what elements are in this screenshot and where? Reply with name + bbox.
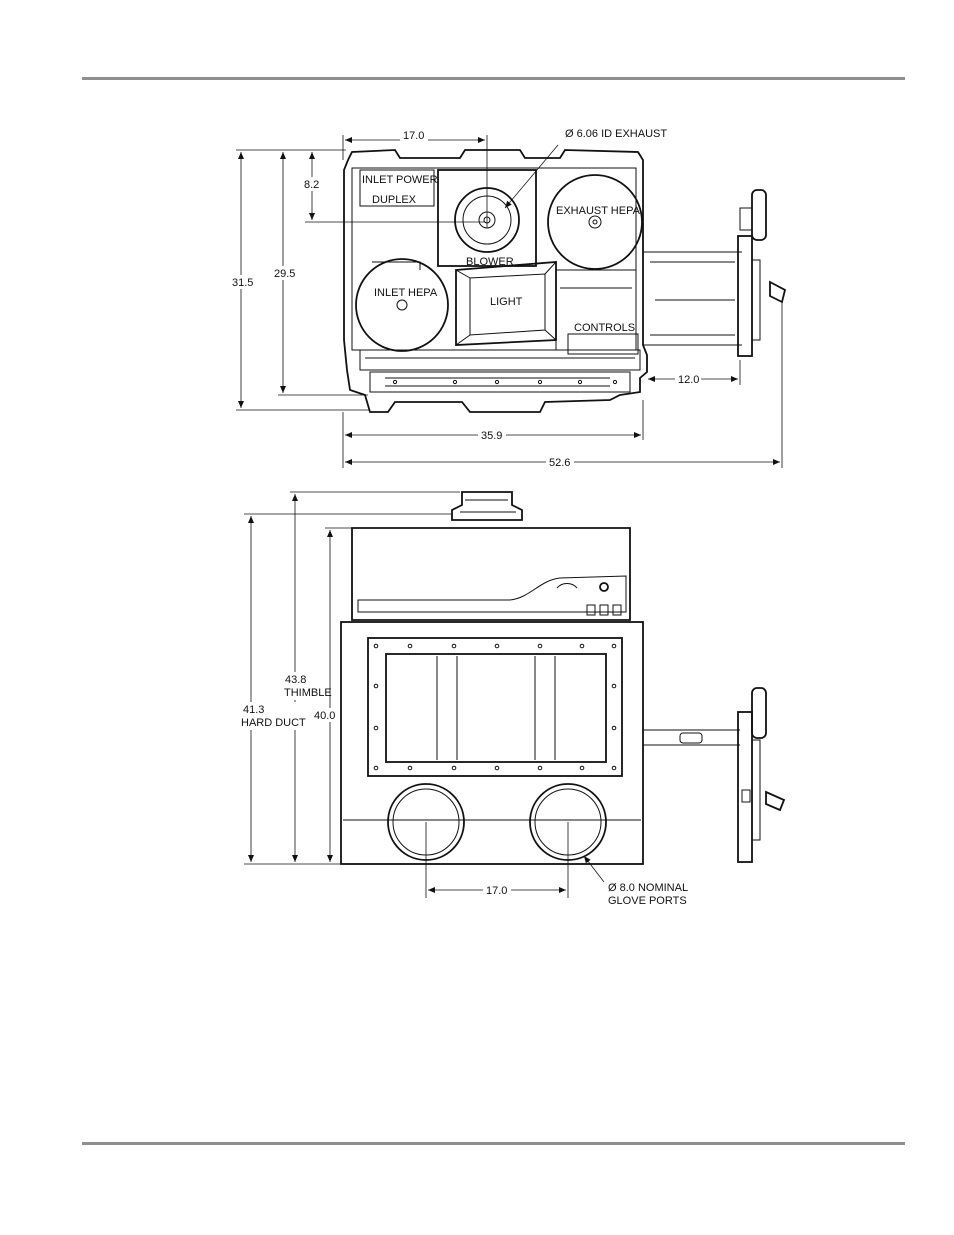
view-window [386, 654, 606, 762]
pass-through-door [738, 236, 752, 356]
light-label: LIGHT [490, 296, 523, 308]
dim-port-spacing-label: 17.0 [486, 885, 507, 897]
glove-ports-label-1: Ø 8.0 NOMINAL [608, 882, 688, 894]
dim-31-5-label: 31.5 [232, 277, 253, 289]
duplex-label: DUPLEX [372, 194, 417, 206]
top-view: INLET POWER DUPLEX BLOWER EXHAUST HEPA I… [230, 128, 785, 469]
controls-label: CONTROLS [574, 322, 635, 334]
view-window-frame [368, 638, 622, 776]
dim-29-5-label: 29.5 [274, 268, 295, 280]
window-bolts [374, 644, 616, 770]
side-door-latch [766, 792, 784, 810]
rail-bolts [393, 380, 616, 383]
glove-ports-label-2: GLOVE PORTS [608, 895, 687, 907]
exhaust-hepa-label: EXHAUST HEPA [556, 205, 641, 217]
exhaust-label: Ø 6.06 ID EXHAUST [565, 128, 667, 140]
dim-41-3-label: 41.3 [243, 704, 264, 716]
door-latch [770, 282, 785, 302]
dim-52-6-label: 52.6 [549, 457, 570, 469]
front-view-dimensions: 43.8 THIMBLE 41.3 HARD DUCT 40.0 17.0 Ø … [238, 492, 688, 907]
dim-17-label: 17.0 [403, 130, 424, 142]
side-door [738, 712, 752, 862]
upper-cabinet [352, 528, 630, 620]
exhaust-hepa-filter [548, 175, 642, 269]
thimble-label: THIMBLE [284, 687, 332, 699]
dim-43-8-label: 43.8 [285, 674, 306, 686]
dim-35-9-label: 35.9 [481, 430, 502, 442]
inlet-hepa-label: INLET HEPA [374, 287, 438, 299]
inlet-power-label: INLET POWER [362, 174, 438, 186]
dim-8-2-label: 8.2 [304, 179, 319, 191]
inlet-hepa-filter [356, 259, 448, 351]
dim-40-label: 40.0 [314, 710, 335, 722]
exhaust-thimble [452, 492, 522, 520]
hard-duct-label: HARD DUCT [241, 717, 306, 729]
front-view: 43.8 THIMBLE 41.3 HARD DUCT 40.0 17.0 Ø … [238, 492, 784, 907]
dim-12-label: 12.0 [678, 374, 699, 386]
